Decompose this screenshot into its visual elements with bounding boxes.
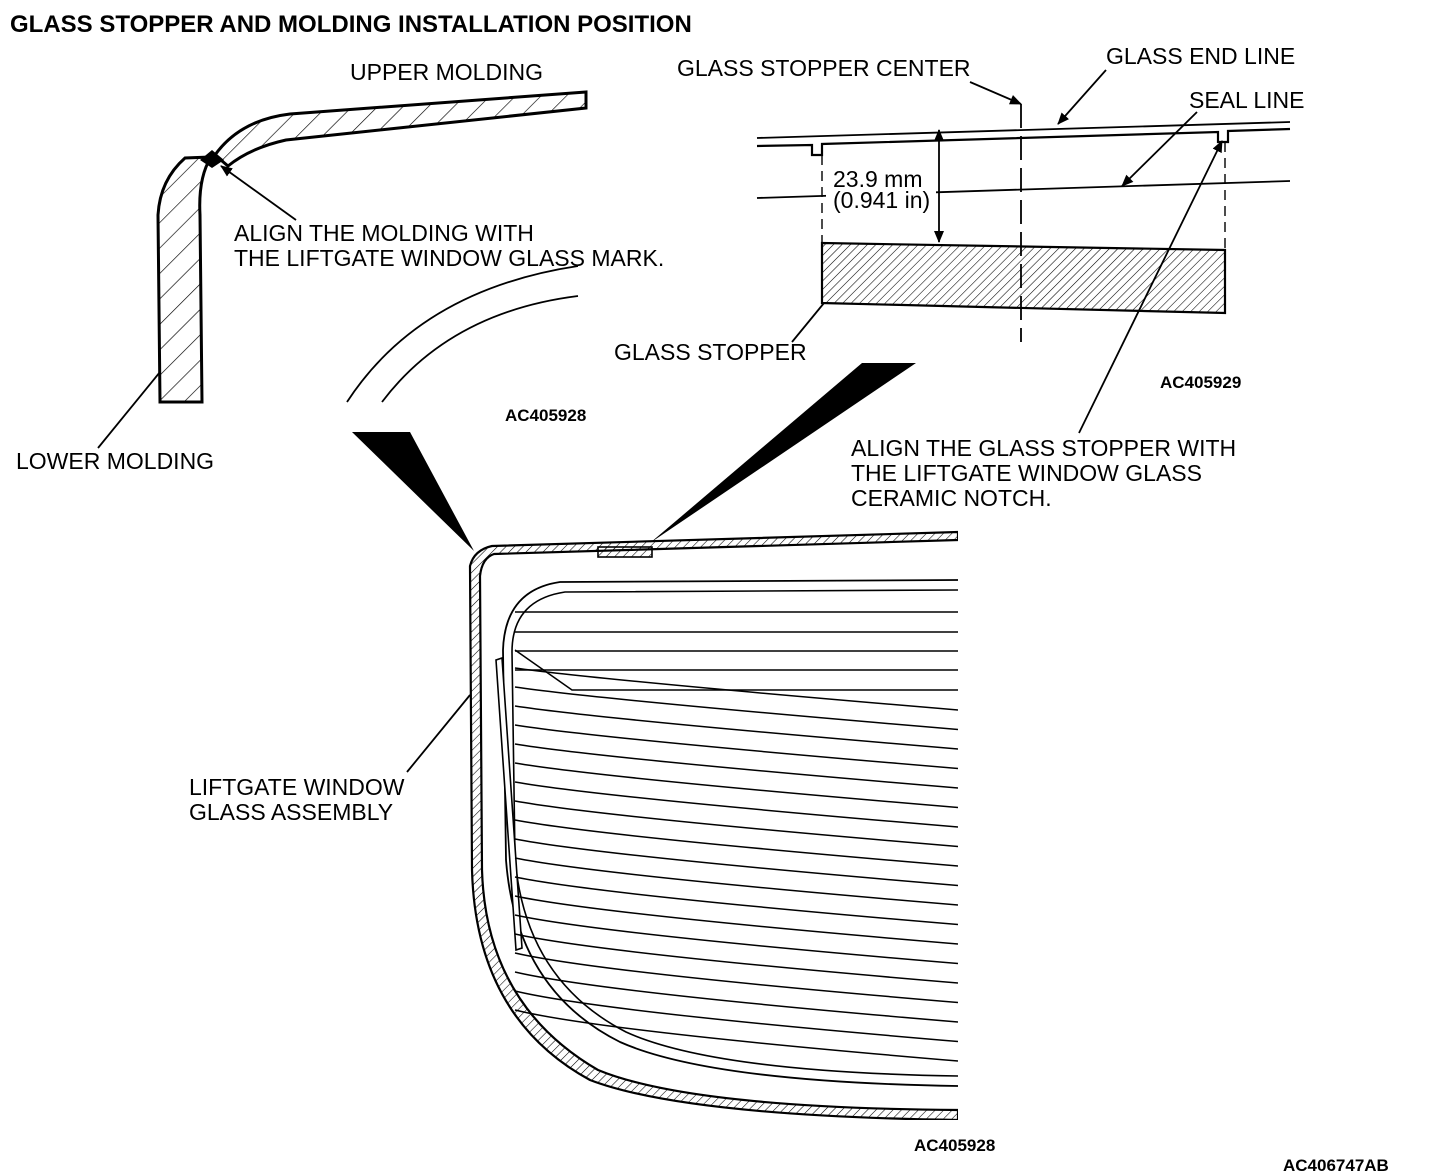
defroster-line [514, 705, 958, 750]
defroster-line [514, 743, 958, 789]
assembly-label-line1: LIFTGATE WINDOW [189, 774, 405, 800]
page-title: GLASS STOPPER AND MOLDING INSTALLATION P… [10, 11, 692, 38]
defroster-line [514, 724, 958, 770]
assembly-label-line2: GLASS ASSEMBLY [189, 799, 393, 825]
align-molding-leader [220, 165, 297, 221]
side-glass-mark [495, 656, 523, 952]
glass-inner-edge [502, 579, 958, 1087]
stopper-position-mark [597, 546, 653, 558]
molding-detail-code: AC405928 [505, 406, 586, 425]
defroster-line [514, 933, 958, 984]
defroster-line [514, 857, 958, 906]
glass-end-leader [1057, 69, 1107, 125]
defroster-lines [514, 611, 958, 1062]
main-view-code: AC405928 [914, 1136, 995, 1155]
molding-callout-wedge [352, 432, 474, 551]
seal-line-label: SEAL LINE [1189, 87, 1304, 113]
defroster-line [514, 876, 958, 926]
figure-code: AC406747AB [1283, 1156, 1389, 1174]
seal-line-leader [1121, 111, 1198, 187]
liftgate-glass-assembly [468, 530, 958, 1120]
defroster-line [514, 667, 958, 711]
defroster-line [514, 838, 958, 887]
stopper-center-leader [969, 81, 1022, 105]
defroster-line [514, 762, 958, 809]
defroster-line [514, 649, 958, 691]
defroster-line [514, 952, 958, 1004]
ceramic-notch-leader [1078, 140, 1223, 434]
molding-joint-mark [200, 150, 224, 168]
glass-end-line-label: GLASS END LINE [1106, 43, 1295, 69]
assembly-leader [406, 694, 471, 773]
stopper-callout-wedge [650, 363, 916, 543]
lower-molding-leader [97, 371, 161, 449]
defroster-line [514, 971, 958, 1023]
align-molding-label-line1: ALIGN THE MOLDING WITH [234, 220, 534, 246]
defroster-line [514, 914, 958, 965]
align-stopper-label-line1: ALIGN THE GLASS STOPPER WITH [851, 435, 1236, 461]
stopper-center-label: GLASS STOPPER CENTER [677, 55, 971, 81]
defroster-line [514, 781, 958, 828]
detail-circle-outer-arc [346, 265, 579, 403]
glass-ceramic-border [511, 589, 958, 1077]
lower-molding-label: LOWER MOLDING [16, 448, 214, 474]
outer-molding-strip [468, 530, 958, 1120]
align-stopper-label-line2: THE LIFTGATE WINDOW GLASS [851, 460, 1202, 486]
upper-molding-label: UPPER MOLDING [350, 59, 543, 85]
stopper-detail-code: AC405929 [1160, 373, 1241, 392]
dimension-mm-label: 23.9 mm [833, 166, 922, 192]
defroster-line [514, 1009, 958, 1062]
dimension-label-background [826, 166, 936, 214]
defroster-line [514, 800, 958, 848]
detail-circle-inner-arc [381, 295, 579, 403]
upper-molding-section [212, 90, 588, 168]
defroster-line [514, 686, 958, 731]
glass-stopper-label: GLASS STOPPER [614, 339, 807, 365]
defroster-line [514, 990, 958, 1043]
molding-detail: UPPER MOLDING ALIGN THE MOLDING WITH THE… [16, 59, 664, 474]
align-stopper-label-line3: CERAMIC NOTCH. [851, 485, 1052, 511]
lower-molding-section [156, 155, 214, 404]
glass-stopper-leader [791, 302, 825, 343]
dimension-in-label: (0.941 in) [833, 187, 930, 213]
glass-end-line [756, 121, 1291, 139]
align-molding-label-line2: THE LIFTGATE WINDOW GLASS MARK. [234, 245, 664, 271]
glass-stopper-block [820, 241, 1227, 315]
defroster-line [514, 819, 958, 867]
stopper-detail: GLASS STOPPER CENTER GLASS END LINE SEAL… [614, 43, 1304, 511]
glass-edge-with-notches [756, 127, 1291, 157]
defroster-line [514, 895, 958, 945]
